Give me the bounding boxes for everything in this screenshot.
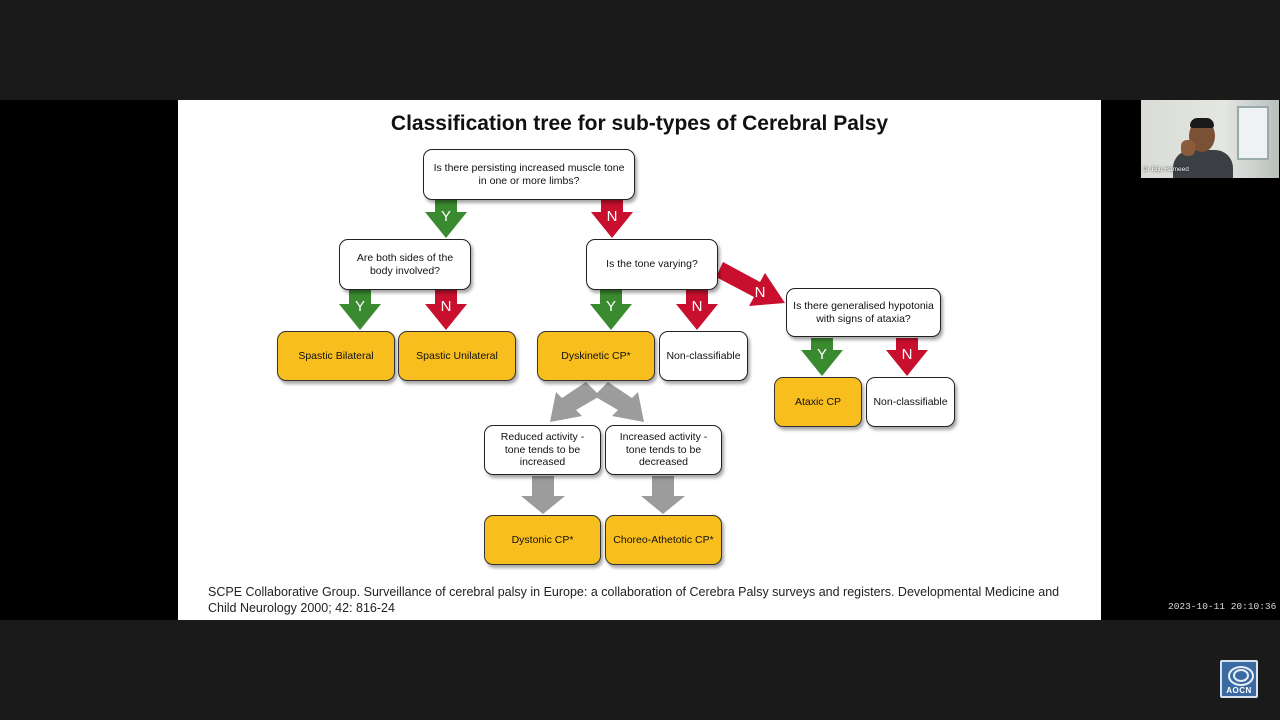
slide-title: Classification tree for sub-types of Cer…	[390, 112, 889, 135]
question-persisting-tone: Is there persisting increased muscle ton…	[423, 149, 635, 200]
left-panel	[0, 100, 178, 620]
outcome-spastic-bilateral: Spastic Bilateral	[277, 331, 395, 381]
logo-inner-swirl-icon	[1233, 669, 1249, 682]
no-label: N	[607, 208, 618, 225]
webcam-name-label: Dr Biju Hameed	[1143, 166, 1189, 173]
no-arrow-q2: N	[425, 290, 467, 330]
yes-label: Y	[355, 298, 365, 315]
reduced-activity-box: Reduced activity - tone tends to be incr…	[484, 425, 601, 475]
question-both-sides: Are both sides of the body involved?	[339, 239, 471, 290]
question-hypotonia-ataxia: Is there generalised hypotonia with sign…	[786, 288, 941, 337]
outcome-non-classifiable-1: Non-classifiable	[659, 331, 748, 381]
outcome-dyskinetic-text: Dyskinetic CP*	[561, 349, 631, 362]
outcome-non-classifiable-2-text: Non-classifiable	[873, 395, 948, 408]
question-hypotonia-ataxia-text: Is there generalised hypotonia with sign…	[793, 300, 934, 325]
reduced-activity-text: Reduced activity - tone tends to be incr…	[500, 431, 585, 469]
logo-swirl-icon	[1228, 666, 1254, 686]
no-arrow-q3-down: N	[676, 290, 718, 330]
outcome-spastic-unilateral-text: Spastic Unilateral	[416, 349, 498, 362]
outcome-non-classifiable-2: Non-classifiable	[866, 377, 955, 427]
yes-arrow-q3: Y	[590, 290, 632, 330]
split-arrow-left	[550, 382, 600, 422]
speaker-hair	[1190, 118, 1214, 128]
question-tone-varying: Is the tone varying?	[586, 239, 718, 290]
down-arrow-reduced	[521, 476, 565, 514]
outcome-choreo-athetotic-text: Choreo-Athetotic CP*	[613, 533, 714, 546]
presentation-slide: Classification tree for sub-types of Cer…	[178, 100, 1101, 620]
outcome-non-classifiable-1-text: Non-classifiable	[666, 349, 741, 362]
aocn-logo: AOCN	[1220, 660, 1258, 698]
increased-activity-text: Increased activity - tone tends to be de…	[619, 431, 708, 469]
yes-label: Y	[817, 346, 827, 363]
outcome-dystonic: Dystonic CP*	[484, 515, 601, 565]
yes-label: Y	[441, 208, 451, 225]
yes-arrow-q4: Y	[801, 338, 843, 376]
outcome-dyskinetic: Dyskinetic CP*	[537, 331, 655, 381]
speaker-hand	[1181, 140, 1195, 156]
reference-citation: SCPE Collaborative Group. Surveillance o…	[208, 585, 1060, 615]
webcam-thumbnail[interactable]: Dr Biju Hameed	[1141, 100, 1279, 178]
increased-activity-box: Increased activity - tone tends to be de…	[605, 425, 722, 475]
no-label: N	[441, 298, 452, 315]
no-label: N	[692, 298, 703, 315]
no-label: N	[755, 284, 766, 301]
down-arrow-increased	[641, 476, 685, 514]
outcome-spastic-unilateral: Spastic Unilateral	[398, 331, 516, 381]
no-arrow-q1: N	[591, 200, 633, 238]
split-arrow-right	[594, 382, 644, 422]
bottom-bar	[0, 620, 1280, 720]
outcome-dystonic-text: Dystonic CP*	[511, 533, 574, 546]
outcome-ataxic-text: Ataxic CP	[794, 395, 842, 408]
question-both-sides-text: Are both sides of the body involved?	[356, 252, 454, 277]
flowchart-arrows: Y N Y N Y N N	[339, 200, 928, 514]
yes-arrow-q1: Y	[425, 200, 467, 238]
webcam-window	[1237, 106, 1269, 160]
no-arrow-q3-diagonal: N	[716, 262, 785, 306]
yes-label: Y	[606, 298, 616, 315]
top-bar	[0, 0, 1280, 100]
logo-text: AOCN	[1226, 686, 1252, 695]
outcome-ataxic: Ataxic CP	[774, 377, 862, 427]
yes-arrow-q2: Y	[339, 290, 381, 330]
outcome-choreo-athetotic: Choreo-Athetotic CP*	[605, 515, 722, 565]
right-panel	[1101, 100, 1280, 620]
outcome-spastic-bilateral-text: Spastic Bilateral	[298, 349, 374, 362]
question-persisting-tone-text: Is there persisting increased muscle ton…	[433, 162, 625, 187]
no-arrow-q4: N	[886, 338, 928, 376]
question-tone-varying-text: Is the tone varying?	[606, 258, 698, 271]
no-label: N	[902, 346, 913, 363]
recording-timestamp: 2023-10-11 20:10:36	[1168, 601, 1277, 612]
